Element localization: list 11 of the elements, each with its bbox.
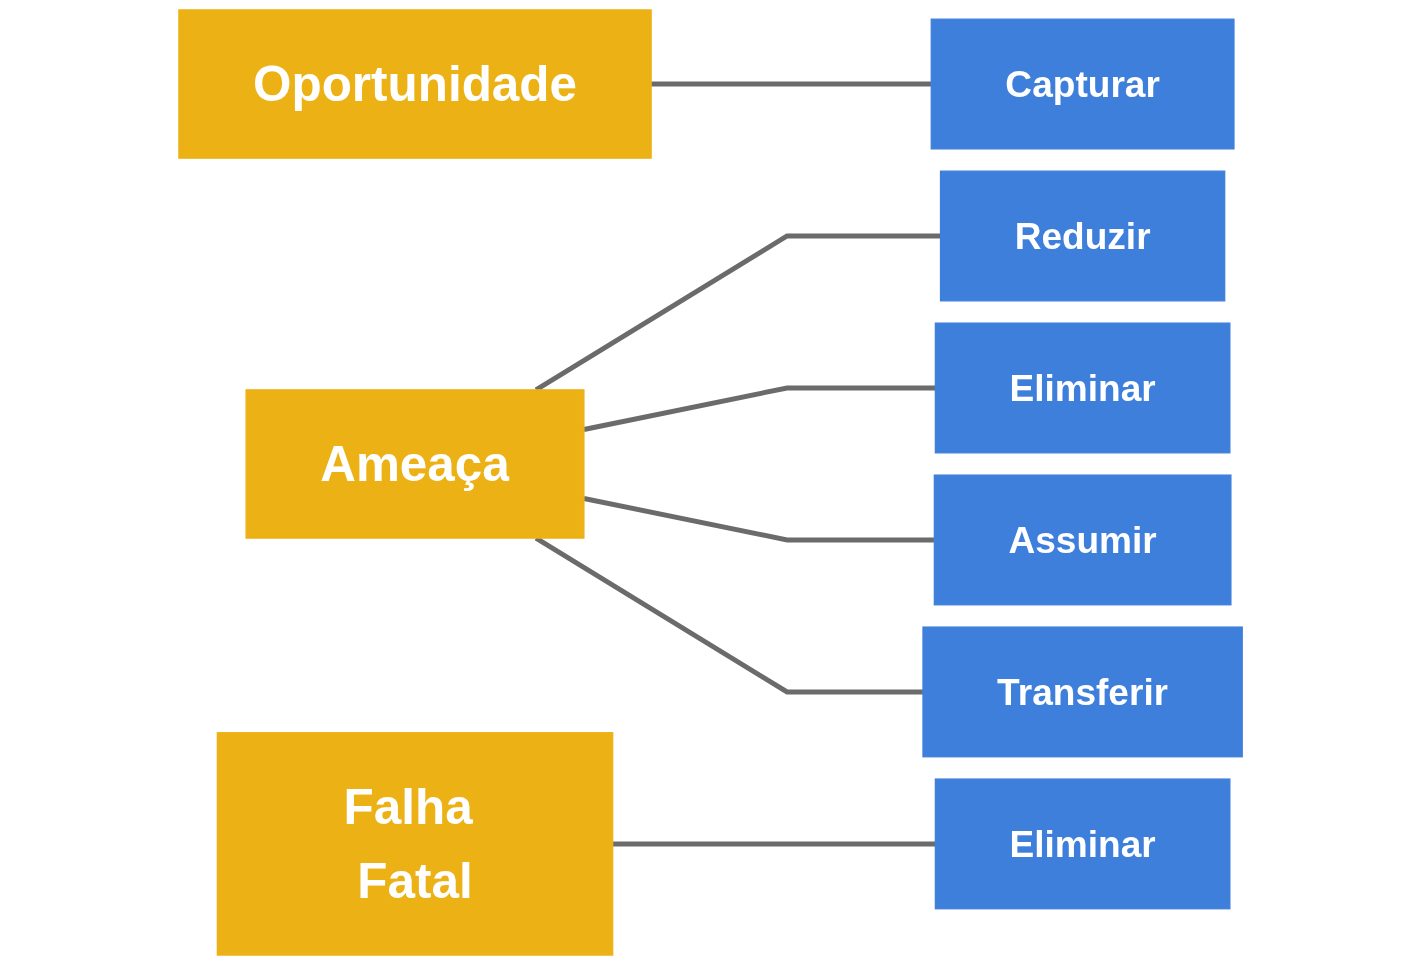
connector: [613, 841, 936, 847]
node-box: Oportunidade: [178, 9, 653, 159]
node-box: Falha Fatal: [217, 732, 614, 956]
node-box: Reduzir: [940, 170, 1226, 302]
node-box: Ameaça: [245, 389, 585, 539]
connector: [651, 81, 932, 87]
node-box: Eliminar: [935, 322, 1231, 454]
node-box: Transferir: [922, 626, 1244, 758]
node-box: Assumir: [934, 474, 1232, 606]
node-box: Eliminar: [935, 778, 1231, 910]
node-box: Capturar: [931, 18, 1236, 150]
